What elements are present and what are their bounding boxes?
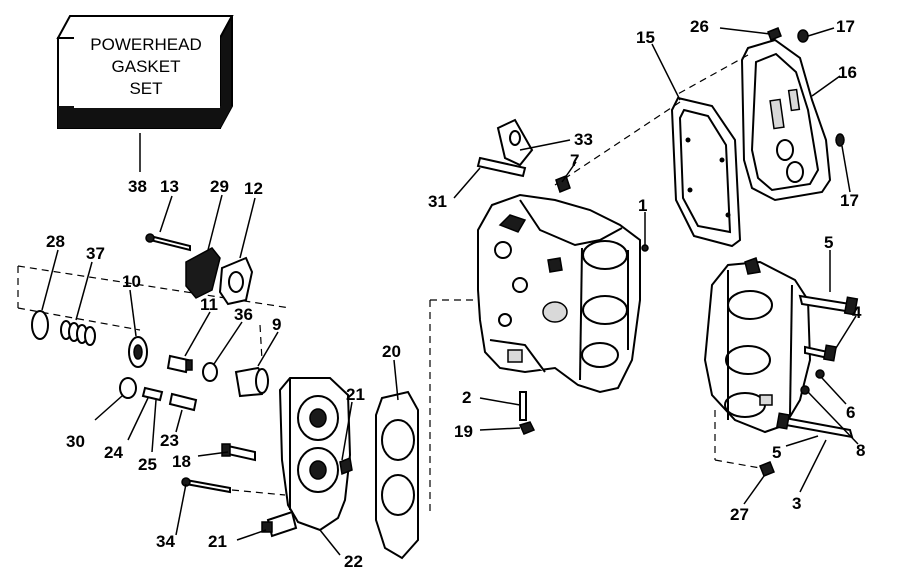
- callout-9: 9: [272, 315, 281, 334]
- callout-20: 20: [382, 342, 401, 361]
- tube-31: [476, 156, 527, 178]
- fitting-24-25: [141, 386, 164, 402]
- callout-2: 2: [462, 388, 471, 407]
- callout-22: 22: [344, 552, 363, 571]
- callout-7: 7: [570, 151, 579, 170]
- bracket-33: [496, 118, 534, 167]
- callout-4: 4: [852, 303, 862, 322]
- bolt-34: [181, 477, 231, 494]
- cover-29: [185, 247, 221, 299]
- callout-36: 36: [234, 305, 253, 324]
- callout-16: 16: [838, 63, 857, 82]
- screw-13: [145, 233, 191, 252]
- grommet-36: [202, 362, 218, 382]
- callout-3: 3: [792, 494, 801, 513]
- fitting-11: [166, 354, 193, 374]
- bolt-5-upper: [798, 294, 859, 316]
- callout-31: 31: [428, 192, 447, 211]
- callout-24: 24: [104, 443, 123, 462]
- callout-12: 12: [244, 179, 263, 198]
- gasket-set-label-line-1: POWERHEAD: [90, 35, 201, 54]
- gasket-set-label-line-2: GASKET: [112, 57, 181, 76]
- callout-38: 38: [128, 177, 147, 196]
- spring-37: [60, 320, 96, 346]
- fitting-30: [119, 377, 137, 399]
- callout-27: 27: [730, 505, 749, 524]
- callout-15: 15: [636, 28, 655, 47]
- callout-30: 30: [66, 432, 85, 451]
- cylinder-head-gasket-15: [670, 96, 742, 248]
- callout-21-upper: 21: [346, 385, 365, 404]
- callout-33: 33: [574, 130, 593, 149]
- callout-13: 13: [160, 177, 179, 196]
- crankcase-cover-right: [703, 257, 812, 434]
- gasket-12: [218, 256, 254, 306]
- callout-37: 37: [86, 244, 105, 263]
- cylinder-block: [278, 377, 352, 532]
- exhaust-cover-16: [740, 38, 832, 202]
- callout-8: 8: [856, 441, 865, 460]
- callout-5-upper: 5: [824, 233, 833, 252]
- gasket-set-label-line-3: SET: [129, 79, 162, 98]
- callout-19: 19: [454, 422, 473, 441]
- callout-21-lower: 21: [208, 532, 227, 551]
- callout-23: 23: [160, 431, 179, 450]
- callout-11: 11: [200, 295, 218, 314]
- spark-plug-18: [221, 443, 256, 462]
- callout-10: 10: [122, 272, 141, 291]
- callout-34: 34: [156, 532, 175, 551]
- callout-17-top: 17: [836, 17, 855, 36]
- seal-10: [128, 336, 148, 368]
- cylinder-head-gasket-20: [375, 390, 419, 560]
- callout-26: 26: [690, 17, 709, 36]
- callout-28: 28: [46, 232, 65, 251]
- fitting-21-lower: [261, 510, 298, 538]
- callout-29: 29: [210, 177, 229, 196]
- o-ring-28: [31, 310, 49, 340]
- bolt-4: [804, 344, 838, 362]
- callout-5-lower: 5: [772, 443, 781, 462]
- thermostat-9: [234, 366, 270, 398]
- crankcase-block: [477, 193, 641, 394]
- powerhead-gasket-set-box: POWERHEAD GASKET SET: [56, 15, 234, 129]
- callout-6: 6: [846, 403, 855, 422]
- callout-17-bottom: 17: [840, 191, 859, 210]
- callout-18: 18: [172, 452, 191, 471]
- fitting-23: [168, 392, 198, 412]
- stud-2: [519, 391, 527, 421]
- callout-1: 1: [638, 196, 647, 215]
- callout-25: 25: [138, 455, 157, 474]
